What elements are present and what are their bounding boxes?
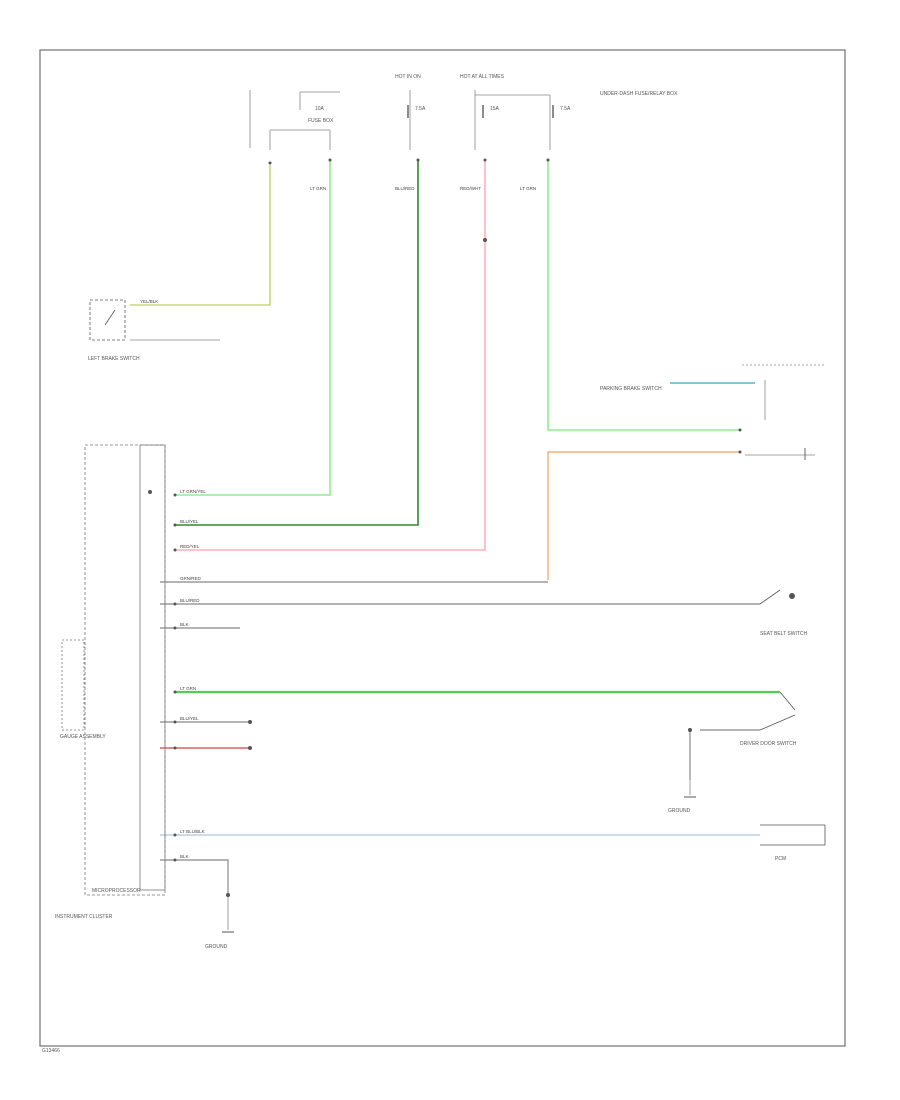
green-wire-1 xyxy=(175,160,331,496)
wire-label-5: LT GRN xyxy=(520,186,536,191)
footer-code: G13466 xyxy=(42,1048,60,1054)
driver-door-switch-label: DRIVER DOOR SWITCH xyxy=(740,741,797,747)
wire-label-7: BLU/YEL xyxy=(180,519,199,524)
orange-wire xyxy=(547,451,740,580)
wire-label-11: BLK xyxy=(180,622,189,627)
pcm-label: PCM xyxy=(775,856,786,862)
wire-label-12: LT GRN xyxy=(180,686,196,691)
ground-symbol-1 xyxy=(222,895,234,933)
connector-dots xyxy=(148,158,742,897)
gauge-box xyxy=(61,639,85,731)
wire-label-1: YEL/BLK xyxy=(140,299,158,304)
gauge-assembly-label: GAUGE ASSEMBLY xyxy=(60,734,106,740)
left-brake-switch-symbol xyxy=(89,299,126,341)
left-brake-switch-label: LEFT BRAKE SWITCH xyxy=(88,356,140,362)
black-wire-5 xyxy=(160,859,229,895)
fuse-label-1: 10A xyxy=(315,106,325,112)
wire-label-6: LT GRN/YEL xyxy=(180,489,206,494)
hot-in-on-label: HOT IN ON xyxy=(395,74,421,80)
yellow-green-wire xyxy=(130,165,271,306)
wire-label-9: GRN/RED xyxy=(180,576,202,581)
fuse-region xyxy=(249,90,554,150)
ground-symbol-2 xyxy=(684,780,696,798)
wire-label-8: RED/YEL xyxy=(180,544,200,549)
wire-label-13: BLU/YEL xyxy=(180,716,199,721)
fuse-box-label: FUSE BOX xyxy=(308,118,334,124)
microprocessor-box xyxy=(139,444,166,891)
hot-at-all-times-label: HOT AT ALL TIMES xyxy=(460,74,505,80)
fuse-label-4: 7.5A xyxy=(560,106,571,112)
wire-label-3: BLU/RED xyxy=(395,186,415,191)
ground-label-1: GROUND xyxy=(205,944,228,950)
ground-label-2: GROUND xyxy=(668,808,691,814)
instrument-cluster-label: INSTRUMENT CLUSTER xyxy=(55,914,113,920)
wire-label-4: RED/WHT xyxy=(460,186,481,191)
wire-label-2: LT GRN xyxy=(310,186,326,191)
pink-wire xyxy=(175,160,486,551)
wire-label-14: LT BLU/BLK xyxy=(180,829,205,834)
seat-belt-switch-label: SEAT BELT SWITCH xyxy=(760,631,808,637)
microprocessor-label: MICROPROCESSOR xyxy=(92,888,141,894)
fuse-label-3: 15A xyxy=(490,106,500,112)
wire-label-10: BLU/RED xyxy=(180,598,200,603)
fuse-label-2: 7.5A xyxy=(415,106,426,112)
green-wire-2 xyxy=(547,160,740,431)
diagram-border xyxy=(39,49,846,1047)
wire-label-15: BLK xyxy=(180,854,189,859)
dark-green-wire xyxy=(175,160,419,526)
parking-brake-label: PARKING BRAKE SWITCH xyxy=(600,386,662,392)
instrument-cluster-box xyxy=(84,444,166,896)
under-dash-label: UNDER-DASH FUSE/RELAY BOX xyxy=(600,91,678,97)
